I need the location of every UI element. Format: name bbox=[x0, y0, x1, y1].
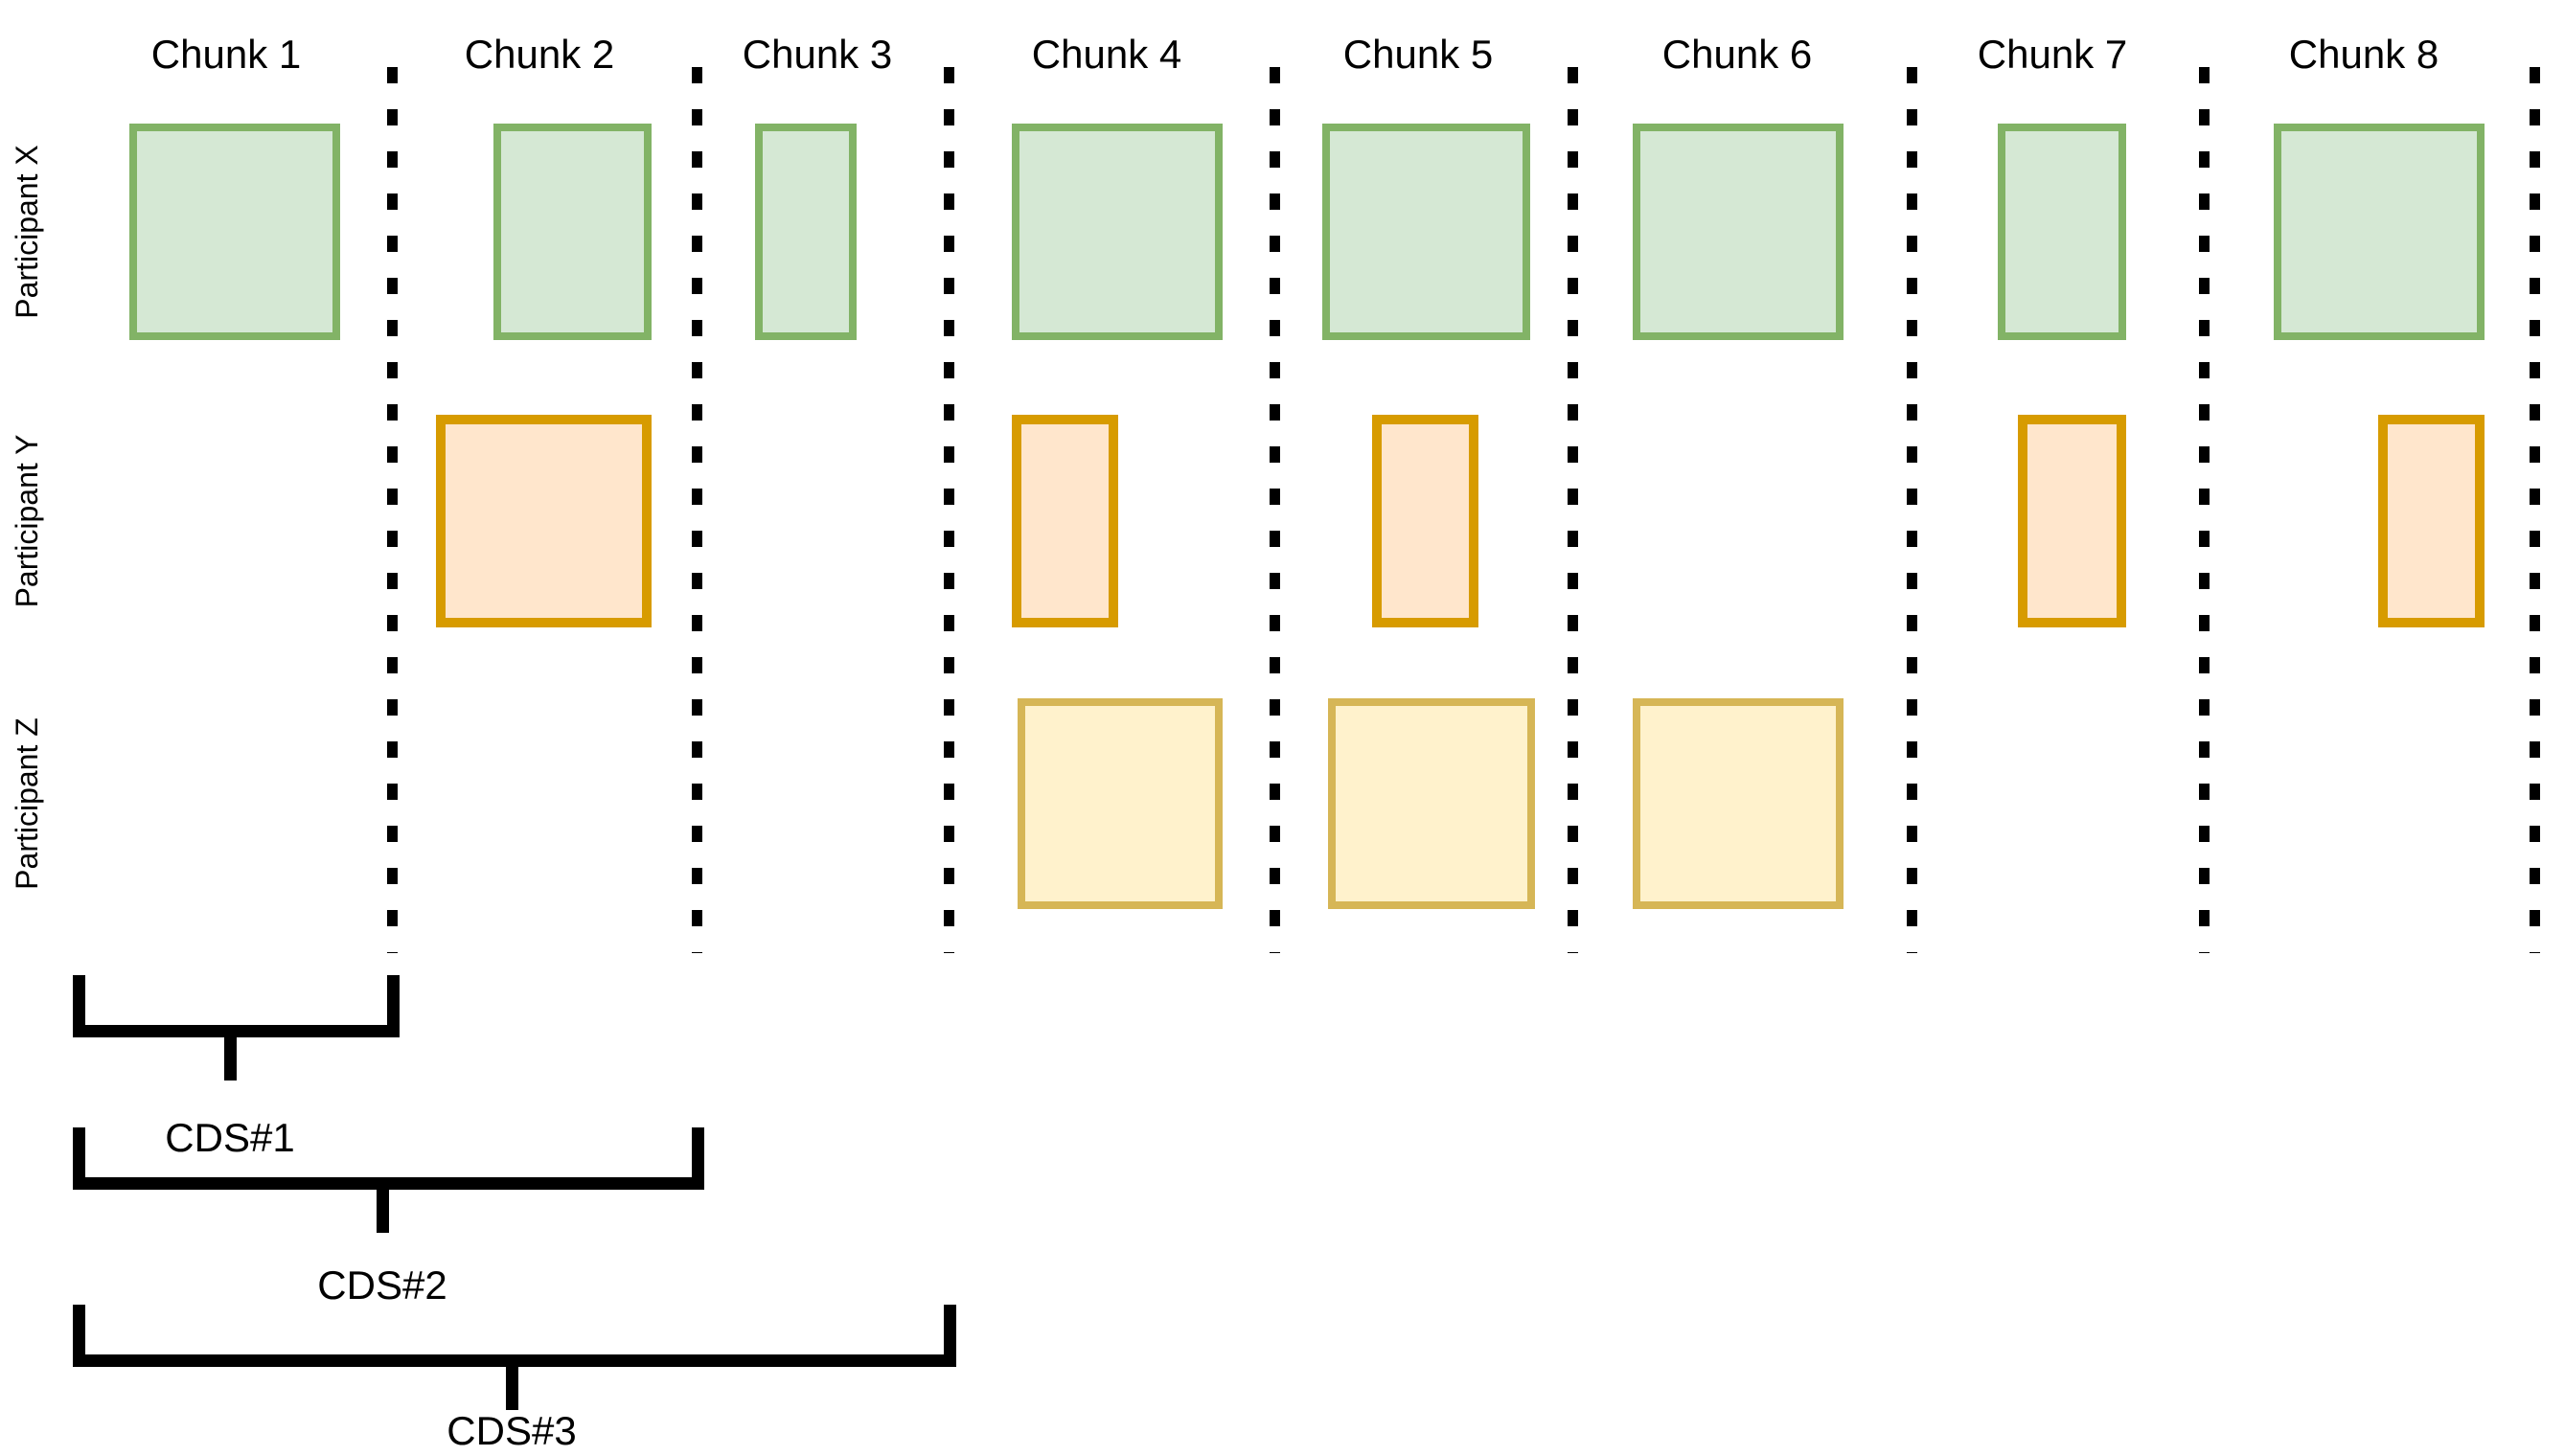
chunk-divider-7 bbox=[2199, 67, 2210, 953]
activity-box-x-chunk7 bbox=[1998, 124, 2126, 340]
chunk-label-4: Chunk 4 bbox=[1031, 32, 1182, 77]
chunk-divider-5 bbox=[1568, 67, 1578, 953]
activity-box-y-chunk4 bbox=[1012, 415, 1118, 627]
cds-bracket-3-bar bbox=[73, 1354, 956, 1367]
chunk-divider-6 bbox=[1907, 67, 1917, 953]
activity-box-y-chunk8 bbox=[2378, 415, 2485, 627]
chunk-divider-3 bbox=[944, 67, 954, 953]
chunk-divider-2 bbox=[692, 67, 702, 953]
participant-label-x: Participant X bbox=[10, 145, 44, 319]
cds-bracket-3-right-arm bbox=[944, 1305, 956, 1367]
chunk-label-8: Chunk 8 bbox=[2288, 32, 2439, 77]
cds-bracket-2-bar bbox=[73, 1177, 704, 1190]
cds-bracket-2-label: CDS#2 bbox=[317, 1263, 447, 1308]
activity-box-z-chunk6 bbox=[1633, 698, 1844, 909]
activity-box-y-chunk5 bbox=[1372, 415, 1478, 627]
participant-label-y: Participant Y bbox=[10, 434, 44, 608]
chunk-label-2: Chunk 2 bbox=[464, 32, 615, 77]
activity-box-x-chunk5 bbox=[1322, 124, 1530, 340]
activity-box-x-chunk3 bbox=[755, 124, 857, 340]
cds-bracket-2-stem bbox=[376, 1190, 389, 1233]
chunk-label-1: Chunk 1 bbox=[150, 32, 302, 77]
chunk-label-7: Chunk 7 bbox=[1977, 32, 2128, 77]
activity-box-y-chunk2 bbox=[436, 415, 652, 627]
cds-bracket-3-label: CDS#3 bbox=[447, 1408, 577, 1453]
chunk-divider-1 bbox=[387, 67, 398, 953]
cds-bracket-3-left-arm bbox=[73, 1305, 85, 1367]
activity-box-x-chunk2 bbox=[493, 124, 652, 340]
activity-box-x-chunk4 bbox=[1012, 124, 1223, 340]
cds-bracket-1-label: CDS#1 bbox=[165, 1115, 295, 1160]
activity-box-z-chunk4 bbox=[1018, 698, 1223, 909]
activity-box-z-chunk5 bbox=[1328, 698, 1535, 909]
cds-bracket-1-right-arm bbox=[387, 975, 400, 1037]
cds-bracket-2-left-arm bbox=[73, 1127, 85, 1190]
chunk-divider-8 bbox=[2530, 67, 2540, 953]
participant-label-z: Participant Z bbox=[10, 717, 44, 890]
chunk-label-3: Chunk 3 bbox=[742, 32, 893, 77]
activity-box-x-chunk8 bbox=[2274, 124, 2485, 340]
activity-box-y-chunk7 bbox=[2018, 415, 2126, 627]
cds-bracket-1-left-arm bbox=[73, 975, 85, 1037]
cds-bracket-1-bar bbox=[73, 1025, 400, 1037]
cds-bracket-3-stem bbox=[505, 1367, 518, 1410]
cds-bracket-1-stem bbox=[223, 1037, 237, 1081]
cds-bracket-2-right-arm bbox=[692, 1127, 704, 1190]
activity-box-x-chunk1 bbox=[129, 124, 340, 340]
activity-box-x-chunk6 bbox=[1633, 124, 1844, 340]
chunk-divider-4 bbox=[1270, 67, 1280, 953]
chunk-label-6: Chunk 6 bbox=[1661, 32, 1813, 77]
chunk-label-5: Chunk 5 bbox=[1342, 32, 1494, 77]
